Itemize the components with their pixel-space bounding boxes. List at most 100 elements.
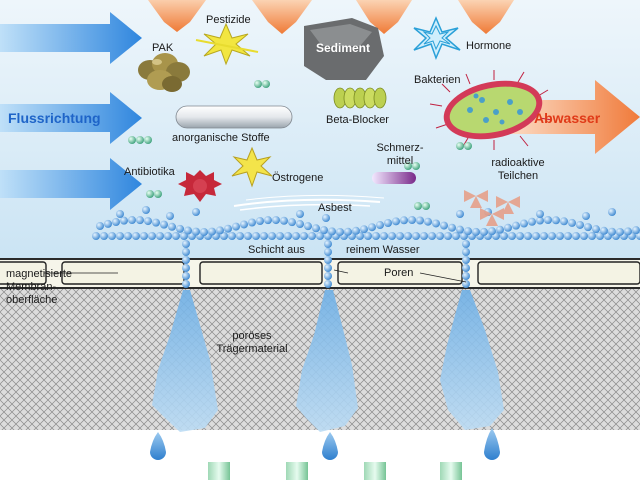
water-bead	[428, 232, 436, 240]
water-bead	[392, 217, 400, 226]
water-bead	[112, 218, 120, 227]
water-bead	[516, 232, 524, 240]
water-bead	[504, 223, 512, 232]
label-abwasser: Abwasser	[534, 110, 601, 126]
water-bead	[408, 216, 416, 225]
water-bead	[452, 232, 460, 240]
water-bead	[322, 214, 330, 222]
pak-molecule	[138, 53, 190, 92]
water-bead	[488, 227, 496, 236]
water-bead	[260, 232, 268, 240]
flow-arrows	[0, 12, 142, 210]
water-bead	[456, 225, 464, 234]
label-oestrogene: Östrogene	[272, 172, 324, 184]
water-bead	[224, 224, 232, 233]
water-bead	[236, 232, 244, 240]
water-bead	[632, 226, 640, 235]
water-bead	[136, 216, 144, 225]
label-schmerzmittel-2: mittel	[386, 155, 414, 167]
water-bead	[436, 232, 444, 240]
water-bead	[280, 216, 288, 225]
membrane-segment-4	[477, 261, 640, 285]
pure-water-bead-layer	[92, 206, 640, 288]
water-bead	[156, 232, 164, 240]
water-bead	[116, 232, 124, 240]
water-bead	[548, 232, 556, 240]
asbestos-fibres	[233, 194, 385, 211]
label-pestizide: Pestizide	[206, 14, 251, 26]
water-bead	[182, 248, 190, 256]
label-reinem-wasser: reinem Wasser	[346, 244, 420, 256]
water-bead	[536, 216, 544, 225]
water-bead	[288, 218, 296, 227]
water-bead	[140, 232, 148, 240]
label-radioaktive-2: Teilchen	[497, 170, 539, 182]
water-bead	[232, 222, 240, 231]
water-bead	[208, 227, 216, 236]
inorganic-tube	[175, 105, 293, 129]
water-bead	[448, 223, 456, 232]
floating-bead-pairs	[128, 80, 472, 210]
water-bead	[324, 256, 332, 264]
water-bead	[164, 232, 172, 240]
water-bead	[456, 210, 464, 218]
input-arrow-2	[252, 0, 312, 34]
label-hormone: Hormone	[466, 40, 512, 52]
water-bead	[248, 218, 256, 227]
water-bead	[572, 232, 580, 240]
water-bead	[582, 212, 590, 220]
water-bead	[120, 216, 128, 225]
water-bead	[142, 206, 150, 214]
water-bead	[560, 217, 568, 226]
water-bead	[316, 232, 324, 240]
water-bead	[264, 216, 272, 225]
water-bead	[512, 221, 520, 230]
water-bead	[384, 218, 392, 227]
label-sediment: Sediment	[316, 41, 371, 55]
water-bead	[320, 226, 328, 235]
water-bead	[568, 218, 576, 227]
water-bead	[296, 220, 304, 229]
water-bead	[540, 232, 548, 240]
label-antibiotika: Antibiotika	[124, 166, 175, 178]
water-bead	[564, 232, 572, 240]
water-bead	[576, 220, 584, 229]
water-bead	[92, 232, 100, 240]
permeate-droplets	[150, 428, 500, 460]
wastewater-arrow	[500, 80, 640, 154]
water-bead	[412, 232, 420, 240]
water-bead	[304, 222, 312, 231]
membrane-segment-2	[199, 261, 323, 285]
label-membran-2: Membran-	[6, 281, 57, 293]
water-bead	[200, 227, 208, 236]
permeate-cone-2	[296, 290, 358, 432]
sediment-rock	[304, 18, 384, 80]
label-beta-blocker: Beta-Blocker	[326, 114, 389, 126]
label-poroeses-2: Trägermaterial	[216, 343, 288, 355]
water-bead	[272, 216, 280, 225]
hormone-molecule	[413, 16, 461, 61]
water-bead	[616, 227, 624, 236]
water-bead	[152, 218, 160, 227]
water-bead	[440, 221, 448, 230]
water-bead	[324, 280, 332, 288]
water-bead	[462, 264, 470, 272]
green-collector-tubes	[208, 462, 462, 480]
water-bead	[368, 223, 376, 232]
water-bead	[128, 216, 136, 225]
water-bead	[360, 225, 368, 234]
permeate-cones	[152, 290, 504, 432]
water-bead	[544, 216, 552, 225]
water-bead	[144, 217, 152, 226]
water-bead	[168, 222, 176, 231]
water-bead	[124, 232, 132, 240]
label-membran-3: oberfläche	[6, 294, 58, 306]
water-bead	[324, 264, 332, 272]
water-bead	[508, 232, 516, 240]
water-bead	[96, 222, 104, 230]
water-bead	[256, 216, 264, 225]
water-bead	[472, 227, 480, 236]
radioactive-particles	[464, 190, 520, 226]
water-bead	[462, 256, 470, 264]
